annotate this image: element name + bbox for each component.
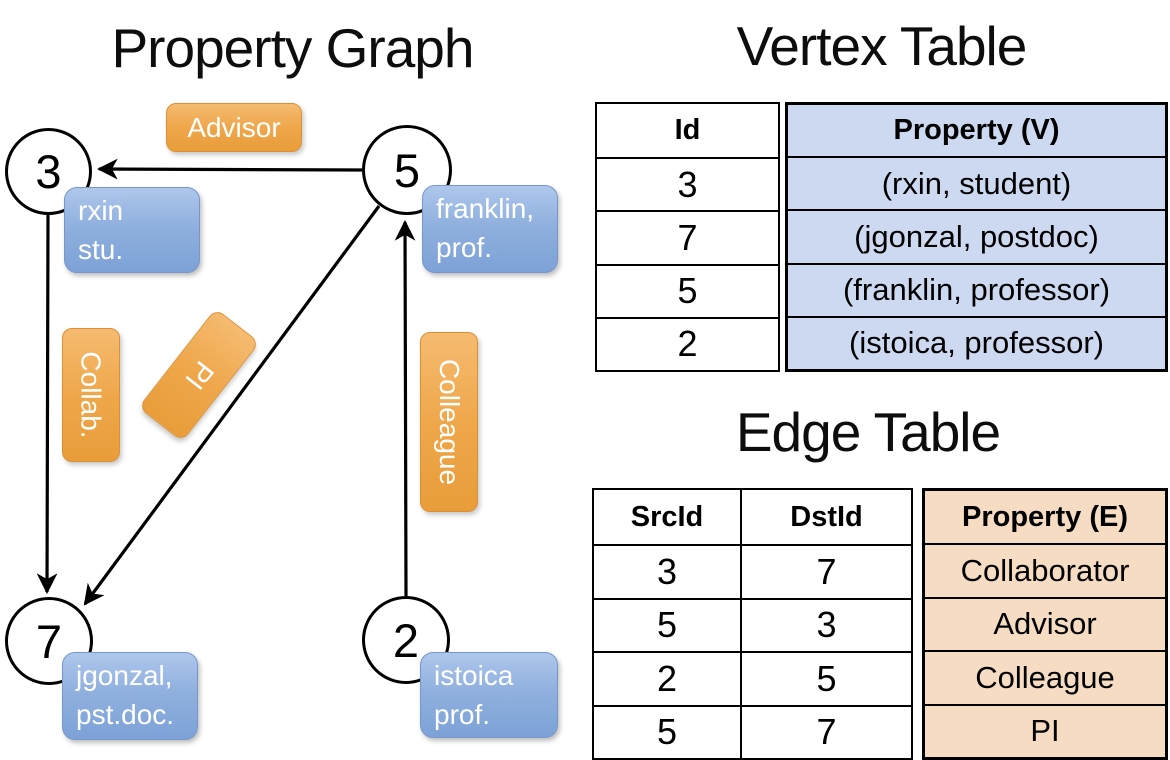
edge-label-colleague: Colleague (420, 332, 478, 512)
edge-table-row: 5 7 (594, 704, 911, 758)
edge-label-advisor: Advisor (166, 103, 302, 152)
edge-dst-cell: 7 (740, 706, 911, 758)
edge-label-advisor-text: Advisor (187, 111, 281, 143)
edge-dst-cell: 7 (740, 546, 911, 598)
vertex-property-cell: (jgonzal, postdoc) (788, 209, 1165, 262)
vertex-property-cell: (franklin, professor) (788, 262, 1165, 316)
vertex-id-cell: 5 (597, 263, 778, 317)
edge-table-title: Edge Table (735, 401, 1001, 463)
pi-arrow (83, 205, 381, 606)
graph-edges-layer (36, 158, 416, 606)
vertex-card-line1: istoica (434, 660, 514, 691)
edge-table-row: 3 7 (594, 544, 911, 598)
vertex-id-cell: 7 (597, 210, 778, 263)
vertex-id-cell: 2 (597, 316, 778, 370)
collab-arrow (36, 213, 58, 595)
edge-src-cell: 3 (656, 550, 678, 592)
edge-property-cell: Collaborator (925, 543, 1165, 597)
edge-property-cell: Advisor (925, 596, 1165, 651)
edge-label-collab-text: Collab. (76, 351, 108, 439)
edge-src-cell: 5 (656, 711, 678, 753)
edge-dst-header: DstId (740, 490, 911, 544)
edge-property-header: Property (E) (962, 500, 1128, 533)
edge-table-property-column: Property (E) Collaborator Advisor Collea… (922, 488, 1168, 760)
edge-src-header: SrcId (630, 500, 704, 533)
vertex-property-cell: (istoica, professor) (788, 315, 1165, 369)
vertex-card-line1: franklin, (436, 193, 535, 224)
edge-src-cell: 5 (656, 604, 678, 646)
edge-table-header-row: SrcId DstId (594, 490, 911, 544)
edge-src-cell: 2 (656, 657, 678, 699)
vertex-card-line2: prof. (436, 232, 493, 263)
vertex-id-cell: 3 (597, 157, 778, 210)
edge-property-cell: Colleague (925, 650, 1165, 704)
vertex-card-line2: prof. (434, 699, 491, 730)
vertex-table-property-column: Property (V) (rxin, student) (jgonzal, p… (785, 102, 1168, 372)
graph-node-5: 5 (362, 125, 452, 215)
vertex-table-id-column: Id 3 7 5 2 (595, 102, 780, 372)
edge-property-cell: PI (925, 703, 1165, 758)
vertex-property-cell: (rxin, student) (788, 156, 1165, 209)
edge-dst-cell: 3 (740, 599, 911, 651)
edge-label-colleague-text: Colleague (434, 358, 466, 486)
property-graph-title: Property Graph (111, 17, 474, 79)
edge-label-collab: Collab. (62, 328, 120, 462)
vertex-property-header: Property (V) (893, 114, 1060, 146)
edge-dst-cell: 5 (740, 653, 911, 705)
edge-table-row: 5 3 (594, 597, 911, 651)
vertex-card-franklin: franklin, prof. (422, 185, 558, 273)
vertex-card-istoica: istoica prof. (420, 652, 558, 738)
vertex-card-line2: pst.doc. (76, 699, 175, 730)
vertex-card-rxin: rxin stu. (64, 187, 200, 273)
advisor-arrow (96, 158, 363, 180)
vertex-card-line1: rxin (78, 195, 124, 226)
vertex-table-title: Vertex Table (736, 15, 1028, 77)
graph-node-2: 2 (362, 596, 450, 684)
vertex-card-line2: stu. (78, 234, 124, 265)
vertex-id-header: Id (674, 114, 701, 146)
edge-table-id-columns: SrcId DstId 3 7 5 3 2 5 5 7 (592, 488, 913, 760)
edge-table-row: 2 5 (594, 651, 911, 705)
vertex-card-jgonzal: jgonzal, pst.doc. (62, 652, 198, 740)
colleague-arrow (394, 219, 416, 597)
edge-label-pi-text: PI (179, 355, 220, 396)
vertex-card-line1: jgonzal, (76, 660, 173, 691)
